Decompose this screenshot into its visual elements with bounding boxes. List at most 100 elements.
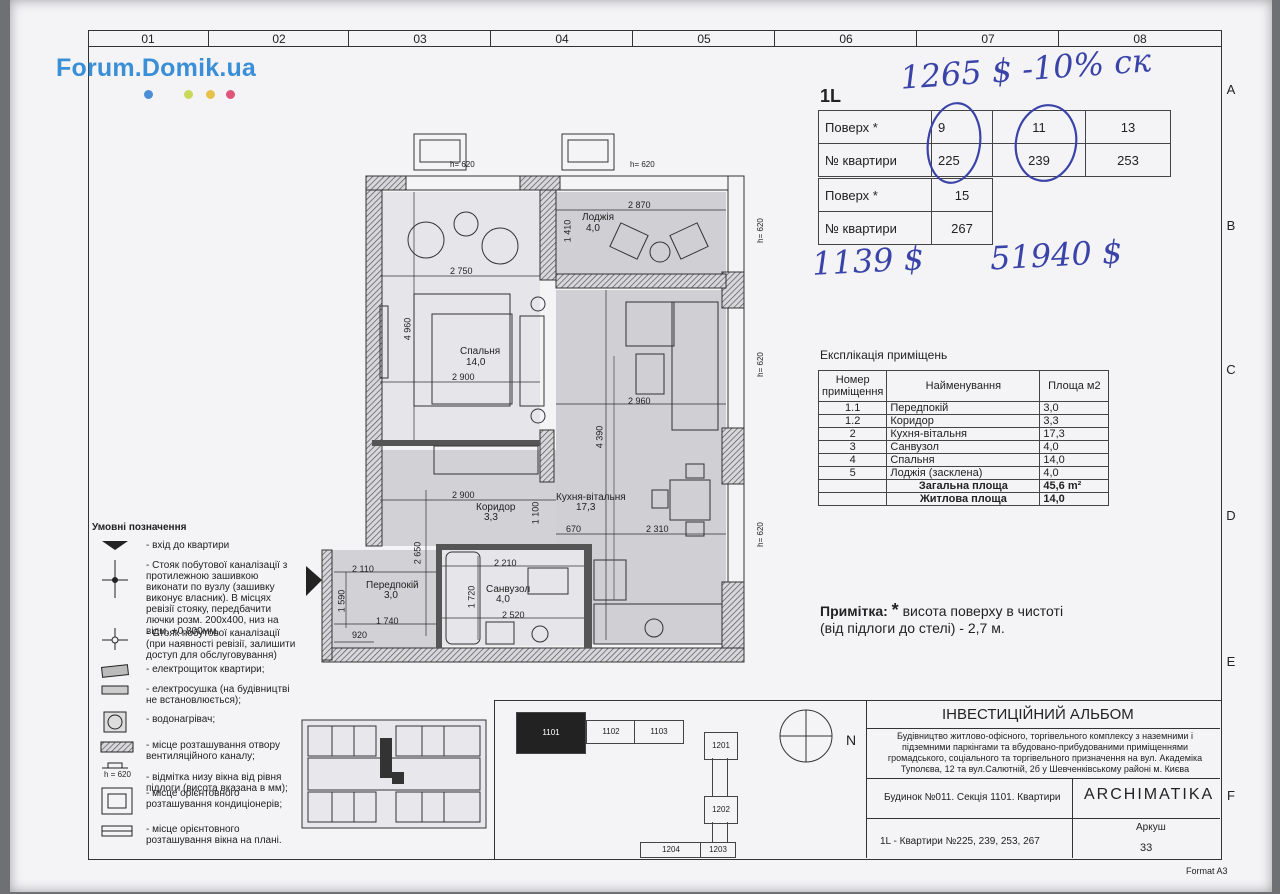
wall [519, 175, 561, 191]
nightstand [530, 296, 546, 312]
dimension: 2 650 [412, 541, 423, 565]
keyplan-connector [712, 758, 728, 796]
corridor-floor [380, 450, 556, 546]
room-name: Лоджія [582, 212, 615, 223]
grid-col: 02 [208, 30, 349, 46]
chair [651, 489, 669, 509]
compass-icon [779, 709, 833, 763]
room-name: Передпокій [366, 580, 419, 591]
window-height: h= 620 [755, 522, 765, 547]
dimension: 1 720 [466, 585, 477, 609]
grid-row: A [1226, 82, 1236, 97]
dimension: 1 100 [530, 501, 541, 525]
wall [539, 189, 557, 281]
dimension: 2 960 [628, 396, 651, 406]
water-heater-icon [103, 711, 127, 733]
section-1201: 1201 [704, 732, 738, 760]
ac-unit [419, 139, 461, 163]
explication-title: Експлікація приміщень [820, 348, 948, 362]
height-note: Примітка: * висота поверху в чистоті [820, 600, 1063, 621]
dimension: 2 750 [450, 266, 473, 276]
dimension: 2 870 [628, 200, 651, 210]
window-height: h= 620 [630, 160, 655, 169]
grid-col: 04 [490, 30, 633, 46]
apt-number-label: № квартири [818, 143, 932, 177]
window-height-icon [102, 762, 128, 769]
wall [721, 581, 745, 657]
dimension: 4 960 [402, 317, 413, 341]
living-area-value: 14,0 [1039, 492, 1110, 506]
grid-col: 03 [348, 30, 491, 46]
grid-row: C [1226, 362, 1236, 377]
dimension: 1 590 [336, 589, 347, 613]
kitchen-counter [593, 603, 723, 645]
expl-header: Площа м2 [1039, 370, 1110, 402]
wall [555, 273, 727, 289]
legend-item: - водонагрівач; [100, 710, 215, 737]
legend-item: - місце орієнтовного розташування вікна … [100, 824, 282, 846]
dimension: 4 390 [594, 425, 605, 449]
ventilation-icon [100, 741, 134, 753]
armchair [609, 222, 649, 260]
explication-table: Номер приміщення Найменування Площа м2 1… [817, 370, 1110, 506]
building-label: Будинок №011. Секція 1101. Квартири [884, 792, 1061, 803]
dimension: 1 740 [376, 616, 399, 626]
note-label: Примітка: [820, 603, 888, 619]
north-label: N [846, 732, 857, 748]
legend-item: - електрощиток квартири; [100, 664, 265, 681]
format-label: Format A3 [1186, 866, 1228, 876]
chair [685, 521, 705, 537]
entrance-icon [306, 566, 322, 596]
wall [372, 440, 540, 446]
section-1203: 1203 [700, 842, 736, 858]
chair [685, 463, 705, 479]
archimatika-logo: ARCHIMATIKA [1084, 786, 1215, 803]
wall [321, 647, 745, 663]
window [379, 305, 389, 379]
legend-item: - електросушка (на будівництві не встано… [100, 684, 290, 706]
grid-col: 08 [1058, 30, 1221, 46]
forum-logo[interactable]: Forum.Domik.ua [56, 54, 257, 82]
wall [539, 429, 555, 483]
project-description: Будівництво житлово-офісного, торгівельн… [887, 731, 1203, 774]
dining-table [669, 479, 711, 521]
towel-dryer-icon [101, 685, 129, 695]
sheet-label: Аркуш [1136, 822, 1166, 833]
plant [453, 211, 479, 237]
room-area: 4,0 [496, 594, 510, 605]
dimension: 2 900 [452, 490, 475, 500]
ac-unit-icon [101, 787, 133, 815]
wall [721, 271, 745, 309]
expl-area: 14,0 [1039, 453, 1110, 467]
wall [436, 544, 442, 648]
apt-number: 267 [931, 211, 993, 245]
bed [431, 313, 513, 405]
legend-item: - вхід до квартири [100, 540, 229, 555]
sink [644, 618, 664, 638]
dimension: 1 410 [562, 219, 573, 243]
album-title: ІНВЕСТИЦІЙНИЙ АЛЬБОМ [942, 706, 1134, 723]
room-area: 3,0 [384, 590, 398, 601]
title-block [494, 700, 1222, 860]
legend-title: Умовні позначення [92, 522, 187, 533]
logo-dot [206, 90, 215, 99]
grid-col: 05 [632, 30, 775, 46]
armchair [625, 301, 675, 347]
section-keyplan [301, 719, 487, 829]
legend-item: - Стояк побутової каналізації з протилеж… [100, 560, 287, 637]
section-1204: 1204 [640, 842, 702, 858]
plant [407, 221, 445, 259]
sheet-number: 33 [1140, 842, 1153, 854]
room-area: 17,3 [576, 502, 596, 513]
headboard [519, 315, 545, 407]
dimension-lines [334, 192, 726, 643]
expl-header: Номер приміщення [817, 370, 888, 402]
dimension: 2 520 [502, 610, 525, 620]
riser-open-icon [102, 628, 128, 650]
dimension: 2 110 [352, 564, 374, 574]
riser-icon [102, 560, 128, 598]
grid-row: F [1227, 788, 1235, 803]
entrance-icon [102, 541, 128, 550]
room-name: Кухня-вітальня [556, 492, 626, 503]
